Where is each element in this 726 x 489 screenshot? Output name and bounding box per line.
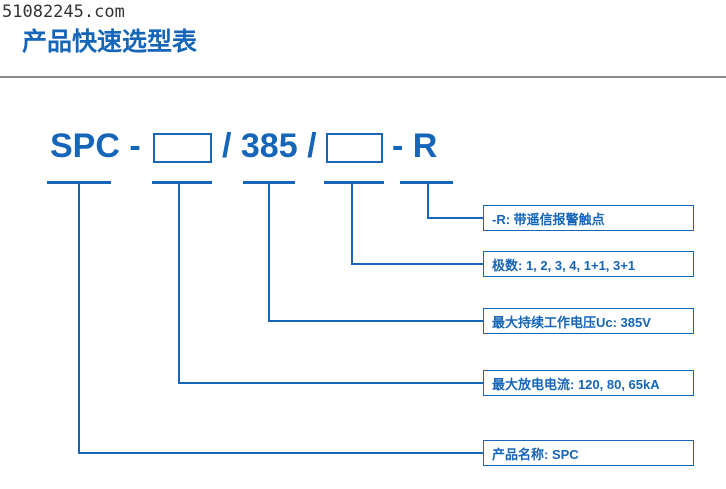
- segment-bar-product: [47, 181, 111, 184]
- desc-label-remote-alarm: -R: 带遥信报警触点: [492, 211, 605, 227]
- code-slot-poles: [326, 133, 383, 163]
- desc-label-voltage: 最大持续工作电压Uc: 385V: [492, 314, 651, 330]
- leader-horizontal-remote: [427, 217, 483, 219]
- leader-vertical-current: [178, 184, 180, 384]
- desc-label-product-name: 产品名称: SPC: [492, 446, 579, 462]
- code-voltage: / 385 /: [222, 127, 317, 165]
- desc-box-voltage: 最大持续工作电压Uc: 385V: [483, 308, 694, 334]
- code-suffix: - R: [392, 127, 438, 165]
- leader-vertical-product: [78, 184, 80, 454]
- desc-label-poles: 极数: 1, 2, 3, 4, 1+1, 3+1: [492, 257, 636, 273]
- code-slot-current: [153, 133, 212, 163]
- desc-label-discharge-current: 最大放电电流: 120, 80, 65kA: [492, 376, 660, 392]
- leader-horizontal-current: [178, 382, 483, 384]
- desc-box-discharge-current: 最大放电电流: 120, 80, 65kA: [483, 370, 694, 396]
- leader-vertical-remote: [427, 184, 429, 219]
- segment-bar-poles: [324, 181, 384, 184]
- desc-box-poles: 极数: 1, 2, 3, 4, 1+1, 3+1: [483, 251, 694, 277]
- desc-box-product-name: 产品名称: SPC: [483, 440, 694, 466]
- leader-horizontal-voltage: [268, 320, 483, 322]
- leader-vertical-poles: [351, 184, 353, 265]
- leader-horizontal-product: [78, 452, 483, 454]
- leader-vertical-voltage: [268, 184, 270, 322]
- desc-box-remote-alarm: -R: 带遥信报警触点: [483, 205, 694, 231]
- watermark-text: 51082245.com: [2, 2, 125, 22]
- segment-bar-remote: [400, 181, 453, 184]
- leader-horizontal-poles: [351, 263, 483, 265]
- segment-bar-voltage: [243, 181, 295, 184]
- segment-bar-current: [152, 181, 212, 184]
- title-divider: [0, 76, 726, 78]
- page-title: 产品快速选型表: [22, 27, 198, 56]
- code-prefix: SPC -: [50, 127, 141, 165]
